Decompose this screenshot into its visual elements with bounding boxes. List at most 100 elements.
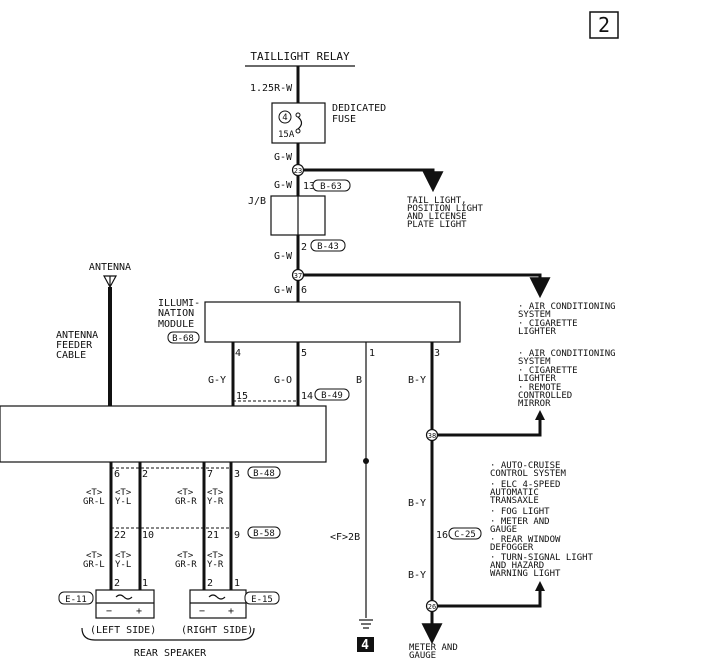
svg-text:· FOG LIGHT: · FOG LIGHT (490, 507, 550, 517)
conn-b-43-label: B-43 (317, 242, 339, 252)
conn-b-49-label: B-49 (321, 391, 343, 401)
svg-text:GAUGE: GAUGE (490, 525, 517, 535)
pin-mid-22: 22 (114, 530, 126, 541)
arrow-dest-list (535, 581, 545, 591)
radio-unit (0, 405, 327, 463)
ground-splice (363, 458, 369, 464)
dedicated-fuse-box (271, 102, 326, 144)
svg-text:<T>: <T> (177, 551, 194, 561)
pin-bot-2-left: 2 (114, 578, 120, 589)
wire-label-b-y-1: B-Y (408, 375, 426, 386)
fuse-terminal-top (295, 112, 301, 118)
rear-speaker-brace (81, 627, 255, 641)
svg-text:<T>: <T> (115, 551, 132, 561)
fuse-number: 4 (282, 113, 287, 123)
arrow-remote-mirror (535, 410, 545, 420)
wire-label-1-25r-w: 1.25R-W (250, 83, 293, 94)
pin-bot-2-right: 2 (207, 578, 213, 589)
svg-text:MIRROR: MIRROR (518, 399, 551, 409)
conn-b-63-label: B-63 (320, 182, 342, 192)
splice-26 (425, 599, 439, 613)
right-side-label: (RIGHT SIDE) (181, 625, 253, 636)
svg-text:TAIL LIGHT,: TAIL LIGHT, (407, 196, 467, 206)
svg-text:GR-L: GR-L (83, 560, 105, 570)
svg-text:· CIGARETTE: · CIGARETTE (518, 319, 578, 329)
dest-meter-gauge: METER AND GAUGE (409, 643, 458, 661)
svg-text:GR-R: GR-R (175, 560, 197, 570)
rear-speaker-label: REAR SPEAKER (134, 648, 207, 659)
svg-text:SYSTEM: SYSTEM (518, 310, 551, 320)
svg-text:LIGHTER: LIGHTER (518, 327, 557, 337)
speaker-wire-labels-1: <T> GR-L <T> Y-L <T> GR-R <T> Y-R (83, 488, 224, 507)
conn-c-25 (448, 527, 482, 540)
pin-16: 16 (436, 530, 448, 541)
wire-label-g-w-4: G-W (274, 285, 293, 296)
conn-e-15 (244, 591, 280, 605)
svg-text:<T>: <T> (86, 551, 103, 561)
wire-label-g-w-2: G-W (274, 180, 293, 191)
left-speaker-icon: − + (95, 589, 155, 619)
svg-text:NATION: NATION (158, 308, 194, 319)
conn-e-11 (58, 591, 94, 605)
pin-bot-1-left: 1 (142, 578, 148, 589)
antenna-feeder-label: ANTENNA FEEDER CABLE (56, 330, 98, 361)
conn-b-58-label: B-58 (253, 529, 275, 539)
fuse-label-2: FUSE (332, 114, 356, 125)
splice-23-label: 23 (294, 167, 302, 175)
wire-label-g-w-3: G-W (274, 251, 293, 262)
splice-38-label: 38 (428, 432, 436, 440)
svg-text:POSITION LIGHT: POSITION LIGHT (407, 204, 483, 214)
svg-text:CABLE: CABLE (56, 350, 86, 361)
illumination-module (204, 301, 461, 343)
wire-label-b-y-3: B-Y (408, 570, 426, 581)
page-number-box: 2 (589, 11, 619, 39)
svg-text:<T>: <T> (177, 488, 194, 498)
svg-text:SYSTEM: SYSTEM (518, 357, 551, 367)
fuse-amps: 15A (278, 130, 295, 140)
svg-text:+: + (228, 606, 234, 617)
wire-dest-list (437, 586, 542, 608)
wire-label-b-y-2: B-Y (408, 498, 426, 509)
conn-b-48-label: B-48 (253, 469, 275, 479)
module-pin-1: 1 (369, 348, 375, 359)
splice-26-label: 26 (428, 603, 436, 611)
speaker-wire-labels-2: <T> GR-L <T> Y-L <T> GR-R <T> Y-R (83, 551, 224, 570)
conn-b-43 (310, 239, 346, 252)
svg-text:AND HAZARD: AND HAZARD (490, 561, 544, 571)
conn-e-11-label: E-11 (65, 595, 87, 605)
svg-text:<T>: <T> (86, 488, 103, 498)
svg-text:CONTROL SYSTEM: CONTROL SYSTEM (490, 469, 566, 479)
svg-text:Y-R: Y-R (207, 560, 224, 570)
illum-module-label: ILLUMI- NATION MODULE (158, 298, 200, 330)
wire-label-g-w-1: G-W (274, 152, 293, 163)
pin-mid-10: 10 (142, 530, 154, 541)
svg-text:<T>: <T> (207, 488, 224, 498)
pin-top-2: 2 (142, 469, 148, 480)
svg-text:· TURN-SIGNAL LIGHT: · TURN-SIGNAL LIGHT (490, 553, 594, 563)
ground-icon (359, 619, 373, 629)
svg-text:PLATE LIGHT: PLATE LIGHT (407, 220, 467, 230)
module-top-pin: 6 (301, 285, 307, 296)
conn-b-68 (167, 331, 200, 344)
fuse-element (297, 116, 303, 130)
jb-top-pin: 13 (303, 181, 315, 192)
wire-remote-mirror (437, 415, 542, 437)
conn-b-68-label: B-68 (172, 334, 194, 344)
jb-bottom-pin: 2 (301, 242, 307, 253)
dest-air-conditioning: · AIR CONDITIONING SYSTEM · CIGARETTE LI… (518, 302, 616, 337)
svg-text:Y-L: Y-L (115, 560, 131, 570)
svg-text:GR-L: GR-L (83, 497, 105, 507)
fuse-number-circle (278, 110, 292, 124)
fuse-label-1: DEDICATED (332, 103, 386, 114)
svg-text:FEEDER: FEEDER (56, 340, 93, 351)
pin-14: 14 (301, 391, 313, 402)
svg-text:Y-L: Y-L (115, 497, 131, 507)
jb-label: J/B (248, 196, 266, 207)
page-number: 2 (598, 13, 610, 37)
pin-15: 15 (236, 391, 248, 402)
svg-text:· REMOTE: · REMOTE (518, 383, 561, 393)
svg-text:WARNING LIGHT: WARNING LIGHT (490, 569, 561, 579)
wire-label-b: B (356, 375, 362, 386)
conn-e-15-label: E-15 (251, 595, 273, 605)
